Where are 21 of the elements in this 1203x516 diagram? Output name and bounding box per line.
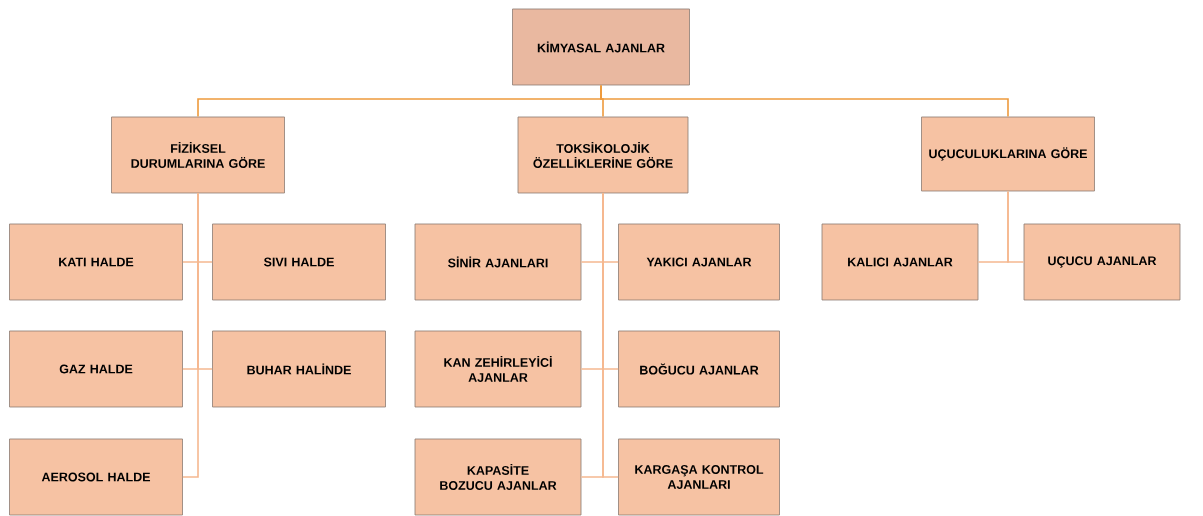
connector-line bbox=[1007, 190, 1025, 263]
category-box: FİZİKSEL DURUMLARINA GÖRE bbox=[111, 116, 285, 194]
agent-box: YAKICI AJANLAR bbox=[618, 223, 780, 301]
agent-box: UÇUCU AJANLAR bbox=[1023, 223, 1181, 301]
agent-box: KATI HALDE bbox=[9, 223, 183, 301]
agent-box: GAZ HALDE bbox=[9, 330, 183, 408]
connector-line bbox=[182, 192, 199, 478]
connector-line bbox=[602, 192, 619, 478]
agent-box: KARGAŞA KONTROL AJANLARI bbox=[618, 438, 780, 516]
agent-box: SİNİR AJANLARI bbox=[414, 223, 582, 301]
agent-box: KAN ZEHİRLEYİCİ AJANLAR bbox=[414, 330, 582, 408]
agent-box: AEROSOL HALDE bbox=[9, 438, 183, 516]
agent-box: BUHAR HALİNDE bbox=[212, 330, 386, 408]
agent-box: BOĞUCU AJANLAR bbox=[618, 330, 780, 408]
category-box: TOKSİKOLOJİK ÖZELLİKLERİNE GÖRE bbox=[517, 116, 689, 194]
agent-box: KALICI AJANLAR bbox=[821, 223, 979, 301]
agent-box: KAPASİTE BOZUCU AJANLAR bbox=[414, 438, 582, 516]
agent-box: SIVI HALDE bbox=[212, 223, 386, 301]
connector-line bbox=[600, 84, 1009, 118]
title-box: KİMYASAL AJANLAR bbox=[512, 8, 690, 86]
category-box: UÇUCULUKLARINA GÖRE bbox=[921, 116, 1095, 192]
